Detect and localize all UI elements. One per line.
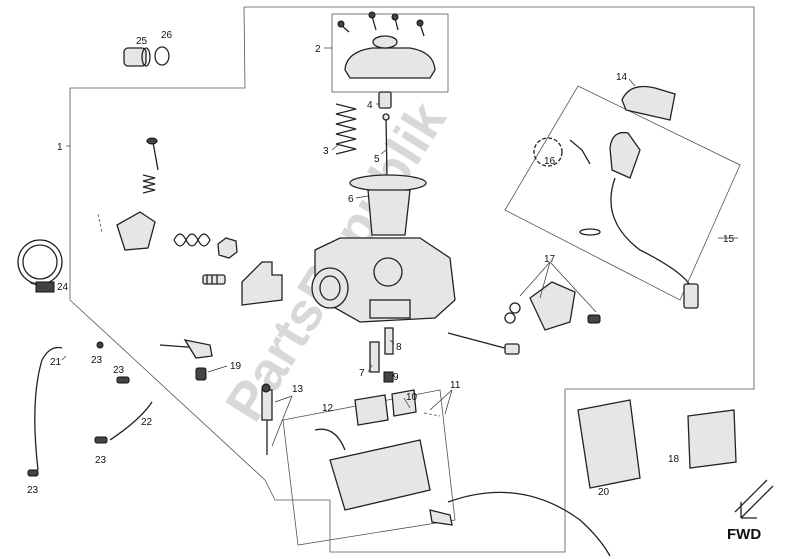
forward-direction-arrow [734, 479, 774, 519]
gasket-set-part [577, 399, 641, 489]
hose-clip-b [116, 376, 130, 384]
adjuster-screw-part [202, 274, 226, 285]
callout-23-b: 23 [113, 365, 125, 376]
callout-6: 6 [348, 194, 354, 205]
callout-11: 11 [450, 380, 461, 391]
callout-8: 8 [396, 342, 402, 353]
callout-13: 13 [292, 384, 304, 395]
needle-clip-part [378, 91, 392, 109]
sensor-part [533, 137, 601, 236]
float-bowl-part [314, 389, 453, 526]
needle-head [382, 113, 390, 121]
callout-23-d: 23 [27, 485, 39, 496]
callout-7: 7 [359, 368, 365, 379]
callout-22: 22 [141, 417, 153, 428]
fuel-hose-part [447, 491, 611, 557]
subframe-12 [282, 389, 456, 546]
vent-tube-part [109, 401, 153, 441]
mounting-bracket-part [241, 261, 283, 306]
sleeve-part [123, 47, 151, 67]
callout-25: 25 [136, 36, 148, 47]
choke-cap-part [621, 85, 676, 121]
needle-jet-part [384, 327, 394, 355]
callout-19: 19 [230, 361, 242, 372]
ring-clip-part [154, 46, 170, 66]
callout-17: 17 [544, 254, 556, 265]
assembly-frame-1 [69, 6, 755, 553]
main-jet-part [369, 341, 380, 373]
carburettor-body-part [311, 237, 456, 323]
hose-clip-a [96, 341, 104, 349]
callout-9: 9 [393, 372, 399, 383]
direction-label: FWD [727, 526, 761, 543]
callout-21: 21 [50, 357, 62, 368]
small-spring-part [142, 174, 156, 194]
tps-bracket-part [504, 281, 601, 331]
hex-nut-part [217, 237, 238, 259]
callout-labels: 1 2 3 4 5 6 7 8 9 10 11 12 13 14 15 16 1… [27, 30, 735, 498]
callout-20: 20 [598, 487, 610, 498]
pilot-screw-part [146, 137, 159, 171]
diaphragm-slide-part [349, 174, 427, 236]
jet-needle-part [385, 115, 388, 179]
callout-18: 18 [668, 454, 680, 465]
callout-15: 15 [723, 234, 735, 245]
callout-12: 12 [322, 403, 334, 414]
callout-14: 14 [616, 72, 628, 83]
subframe-15 [504, 85, 741, 301]
cable-end-part [159, 339, 213, 381]
callout-3: 3 [323, 146, 329, 157]
hose-clip-c [94, 436, 108, 444]
callout-16: 16 [544, 156, 556, 167]
callout-23-a: 23 [91, 355, 103, 366]
callout-5: 5 [374, 154, 380, 165]
float-pin-part [423, 412, 441, 417]
callout-23-c: 23 [95, 455, 107, 466]
callout-4: 4 [367, 100, 373, 111]
callout-26: 26 [161, 30, 173, 41]
repair-kit-part [687, 409, 737, 469]
pin-part [97, 213, 103, 233]
throttle-lever-part [116, 211, 156, 251]
mixture-screw-part [447, 332, 520, 355]
callout-24: 24 [57, 282, 69, 293]
leader-lines [29, 47, 738, 447]
electric-choke-part [609, 131, 699, 309]
callout-2: 2 [315, 44, 321, 55]
callout-10: 10 [406, 392, 418, 403]
pilot-jet-part [383, 371, 394, 383]
throttle-spring-part [335, 103, 357, 155]
top-cover-part [337, 11, 436, 79]
drain-tube-part [34, 346, 63, 471]
starter-valve-part [261, 383, 273, 455]
hose-clip-d [27, 469, 39, 477]
idle-spring-part [173, 233, 211, 247]
callout-1: 1 [57, 142, 63, 153]
hose-clamp-part [17, 239, 63, 293]
